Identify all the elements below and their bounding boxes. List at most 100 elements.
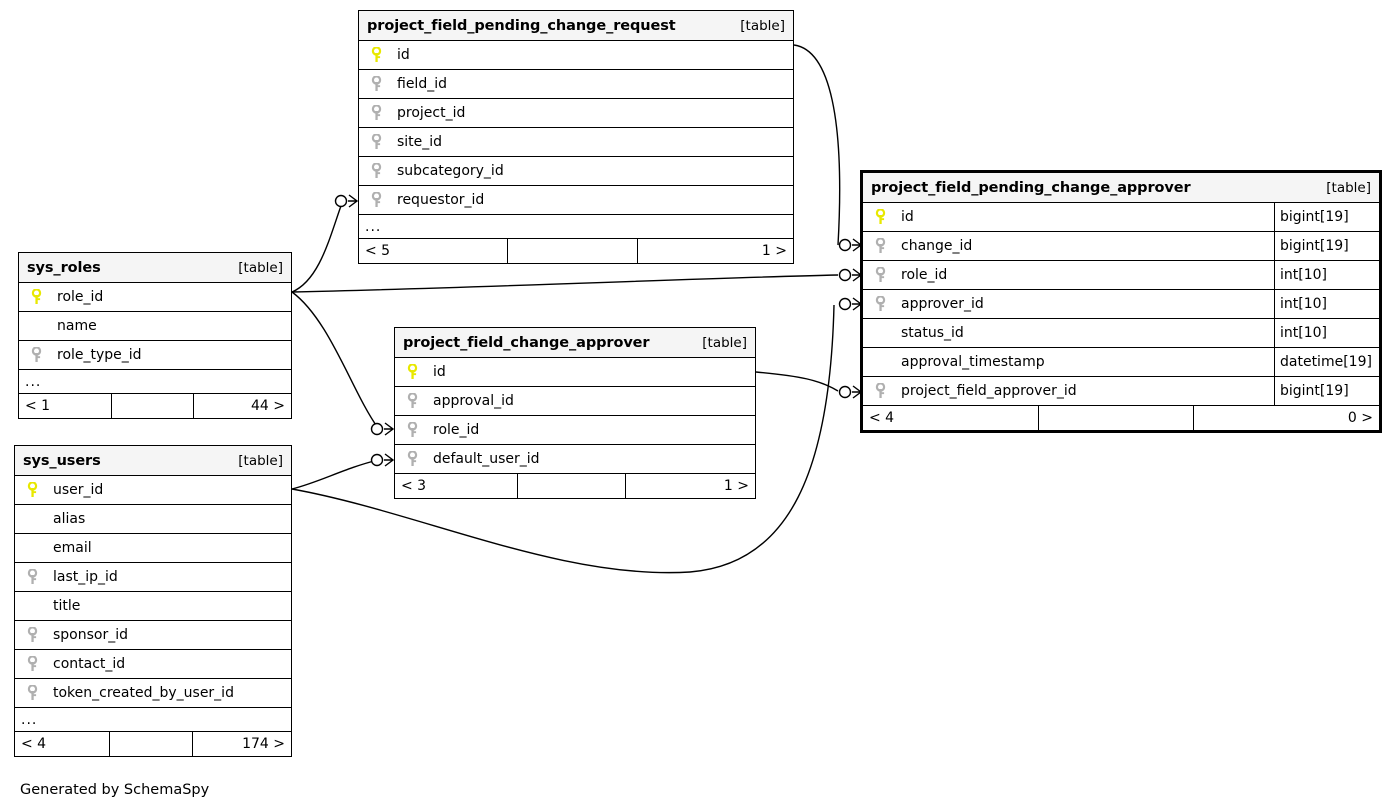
column-name: role_id: [433, 422, 480, 438]
incoming-relations-count[interactable]: < 1: [25, 398, 51, 414]
column-main: id: [863, 203, 1274, 231]
more-columns-indicator[interactable]: ...: [19, 370, 291, 394]
column-main: default_user_id: [395, 445, 755, 473]
column-key-cell: [359, 134, 387, 150]
column-name: approval_id: [433, 393, 514, 409]
column-key-cell: [19, 318, 47, 334]
column-key-cell: [863, 267, 891, 283]
foreign-key-icon: [371, 192, 381, 207]
column-key-cell: [359, 192, 387, 208]
primary-key-icon: [31, 289, 41, 304]
column-main: sponsor_id: [15, 621, 291, 649]
column-key-cell: [15, 569, 43, 585]
column-main: user_id: [15, 476, 291, 504]
column-row[interactable]: requestor_id: [359, 186, 793, 215]
outgoing-relations-count[interactable]: 0 >: [1193, 406, 1379, 430]
foreign-key-icon: [371, 134, 381, 149]
edge-sysroles-to-approver-roleid: [291, 274, 839, 293]
column-row[interactable]: approval_timestamp datetime[19]: [863, 348, 1379, 377]
table-title: project_field_change_approver: [403, 334, 650, 351]
incoming-relations-count[interactable]: < 4: [869, 410, 895, 426]
column-name: requestor_id: [397, 192, 485, 208]
column-name: role_id: [57, 289, 104, 305]
column-key-cell: [395, 422, 423, 438]
more-columns-indicator[interactable]: ...: [359, 215, 793, 239]
column-main: requestor_id: [359, 186, 793, 214]
column-name: approval_timestamp: [901, 354, 1045, 370]
column-row[interactable]: project_field_approver_id bigint[19]: [863, 377, 1379, 406]
column-row[interactable]: email: [15, 534, 291, 563]
column-row[interactable]: user_id: [15, 476, 291, 505]
outgoing-relations-count[interactable]: 1 >: [636, 239, 793, 263]
column-key-cell: [15, 598, 43, 614]
column-main: project_id: [359, 99, 793, 127]
column-row[interactable]: name: [19, 312, 291, 341]
column-row[interactable]: subcategory_id: [359, 157, 793, 186]
column-name: change_id: [901, 238, 973, 254]
column-name: role_type_id: [57, 347, 142, 363]
column-name: field_id: [397, 76, 447, 92]
column-main: id: [359, 41, 793, 69]
table-project_field_change_approver[interactable]: project_field_change_approver[table]id ap…: [394, 327, 756, 499]
column-main: role_id: [19, 283, 291, 311]
column-name: project_field_approver_id: [901, 383, 1077, 399]
column-main: approver_id: [863, 290, 1274, 318]
edge-sysroles-to-requestorid: [291, 202, 343, 293]
foreign-key-icon: [27, 627, 37, 642]
column-row[interactable]: title: [15, 592, 291, 621]
incoming-relations-count[interactable]: < 4: [21, 736, 47, 752]
table-header: project_field_change_approver[table]: [395, 328, 755, 358]
column-row[interactable]: approval_id: [395, 387, 755, 416]
column-row[interactable]: alias: [15, 505, 291, 534]
column-row[interactable]: id: [395, 358, 755, 387]
table-header: project_field_pending_change_approver[ta…: [863, 173, 1379, 203]
outgoing-relations-count[interactable]: 1 >: [625, 474, 755, 498]
column-row[interactable]: default_user_id: [395, 445, 755, 474]
column-row[interactable]: sponsor_id: [15, 621, 291, 650]
outgoing-relations-count[interactable]: 44 >: [193, 394, 291, 418]
table-project_field_pending_change_approver[interactable]: project_field_pending_change_approver[ta…: [860, 170, 1382, 433]
column-row[interactable]: last_ip_id: [15, 563, 291, 592]
column-main: project_field_approver_id: [863, 377, 1274, 405]
column-type: int[10]: [1274, 319, 1379, 347]
schemaspy-credit: Generated by SchemaSpy: [20, 782, 210, 798]
column-name: project_id: [397, 105, 466, 121]
column-row[interactable]: project_id: [359, 99, 793, 128]
incoming-relations-count[interactable]: < 5: [365, 243, 391, 259]
more-columns-indicator[interactable]: ...: [15, 708, 291, 732]
column-row[interactable]: site_id: [359, 128, 793, 157]
primary-key-icon: [875, 209, 885, 224]
table-project_field_pending_change_request[interactable]: project_field_pending_change_request[tab…: [358, 10, 794, 264]
column-key-cell: [359, 105, 387, 121]
column-key-cell: [15, 627, 43, 643]
column-key-cell: [863, 383, 891, 399]
column-row[interactable]: role_id: [395, 416, 755, 445]
column-main: contact_id: [15, 650, 291, 678]
edge-request-id-to-change-id: [793, 44, 841, 246]
column-row[interactable]: role_id: [19, 283, 291, 312]
column-type: datetime[19]: [1274, 348, 1379, 376]
column-name: role_id: [901, 267, 948, 283]
outgoing-relations-count[interactable]: 174 >: [191, 732, 291, 756]
column-key-cell: [15, 511, 43, 527]
column-name: id: [901, 209, 914, 225]
incoming-relations-count[interactable]: < 3: [401, 478, 427, 494]
column-row[interactable]: id: [359, 41, 793, 70]
column-row[interactable]: contact_id: [15, 650, 291, 679]
table-header: project_field_pending_change_request[tab…: [359, 11, 793, 41]
column-type: bigint[19]: [1274, 377, 1379, 405]
column-row[interactable]: role_type_id: [19, 341, 291, 370]
table-footer: < 3 1 >: [395, 474, 755, 498]
column-row[interactable]: field_id: [359, 70, 793, 99]
column-row[interactable]: token_created_by_user_id: [15, 679, 291, 708]
column-key-cell: [863, 238, 891, 254]
column-main: approval_id: [395, 387, 755, 415]
column-main: name: [19, 312, 291, 340]
